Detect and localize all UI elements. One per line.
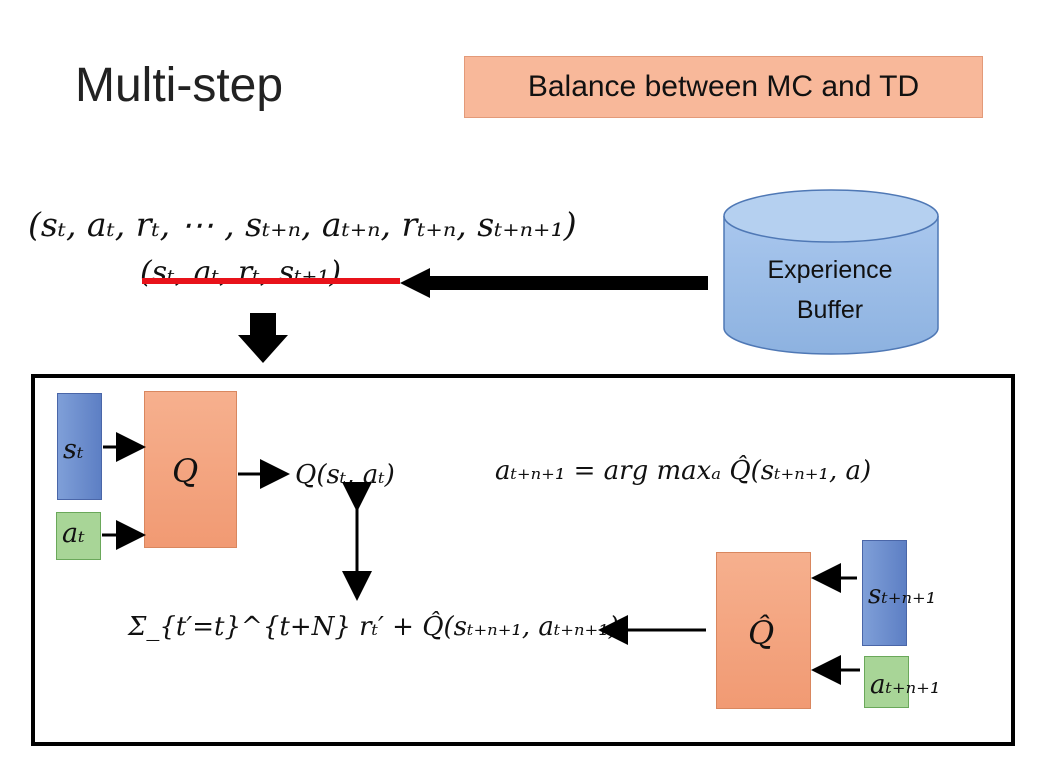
- q-output: Q(sₜ, aₜ): [295, 460, 395, 490]
- buffer-to-tuple-arrow: [400, 268, 708, 298]
- balance-badge: Balance between MC and TD: [464, 56, 983, 118]
- strikethrough-line: [142, 278, 400, 284]
- action-label: aₜ: [62, 518, 85, 549]
- state-input-box: [57, 393, 102, 500]
- experience-buffer-label: Experience Buffer: [728, 250, 932, 330]
- target-network-label: Q̂: [748, 614, 775, 652]
- q-network-label: Q: [172, 452, 199, 490]
- slide-title: Multi-step: [75, 59, 284, 112]
- target-formula: Σ_{t′=t}^{t+N} rₜ′ + Q̂(sₜ₊ₙ₊₁, aₜ₊ₙ₊₁): [128, 612, 619, 642]
- action-input-box: [56, 512, 101, 560]
- next-state-input-box: [862, 540, 907, 646]
- state-label: sₜ: [63, 434, 84, 465]
- next-action-input-box: [864, 656, 909, 708]
- target-network-box: [716, 552, 811, 709]
- experience-buffer-cylinder: [723, 189, 939, 355]
- multistep-tuple: (sₜ, aₜ, rₜ, ⋯ , sₜ₊ₙ, aₜ₊ₙ, rₜ₊ₙ, sₜ₊ₙ₊…: [28, 205, 577, 244]
- next-action-label: aₜ₊ₙ₊₁: [870, 670, 941, 700]
- argmax-formula: aₜ₊ₙ₊₁ = arg maxₐ Q̂(sₜ₊ₙ₊₁, a): [495, 456, 872, 486]
- single-step-tuple: (sₜ, aₜ, rₜ, sₜ₊₁): [140, 255, 342, 290]
- down-arrow: [238, 313, 288, 363]
- buffer-label-line1: Experience: [767, 256, 893, 284]
- buffer-label-line2: Buffer: [796, 296, 864, 324]
- q-network-box: [144, 391, 237, 548]
- next-state-label: sₜ₊ₙ₊₁: [868, 580, 937, 610]
